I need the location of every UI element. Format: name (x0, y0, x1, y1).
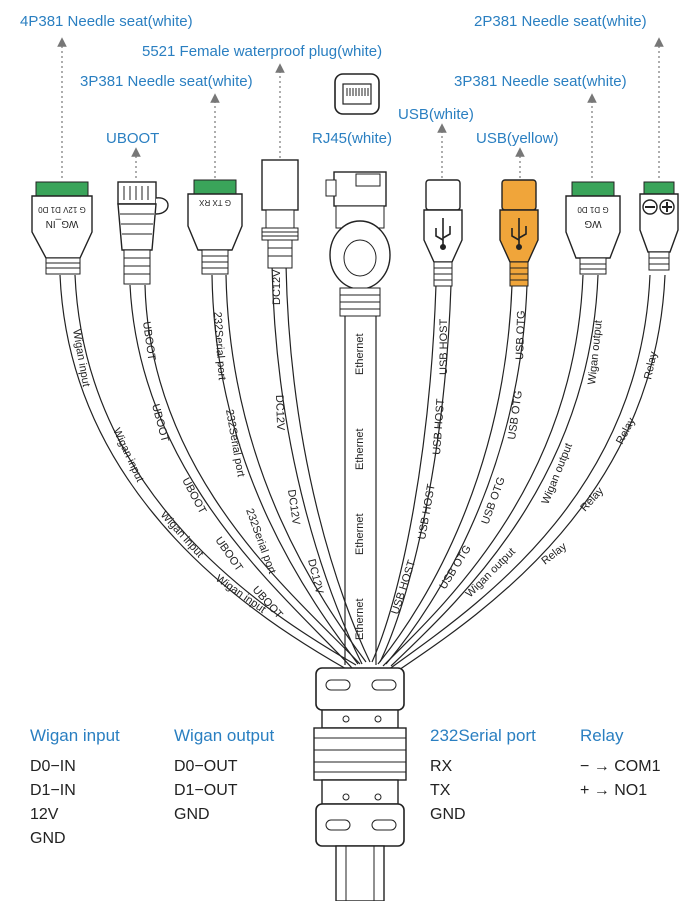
legend-line: RX (430, 758, 453, 775)
cable-label-dc12v: DC12V (285, 489, 302, 526)
usb-otg-connector (499, 179, 539, 287)
minus-icon (642, 199, 658, 215)
rj45-jack-icon (334, 73, 380, 115)
usb-host-connector (423, 179, 463, 287)
legend-title-wiegand-input: Wigan input (30, 726, 120, 745)
cable-label-usb-otg: USB OTG (480, 475, 508, 526)
legend-line: − → COM1 (580, 758, 661, 775)
legend-line: TX (430, 782, 451, 799)
cable-label-uboot: UBOOT (213, 535, 245, 574)
label-3p381-left: 3P381 Needle seat(white) (80, 73, 253, 90)
legend-title-wiegand-output: Wigan output (174, 726, 275, 745)
cable-label-dc12v: DC12V (273, 395, 286, 432)
legend-line: GND (430, 806, 466, 823)
uboot-connector (117, 181, 169, 285)
cable-label-serial: 232Serial port (211, 311, 228, 380)
cable-label-dc12v: DC12V (305, 558, 325, 596)
cable-label-relay: Relay (539, 540, 569, 567)
wiegand-output-connector: G D1 D0 WG (565, 181, 621, 275)
dotted-arrows (57, 37, 664, 178)
cable-label-wiegand-input: Wigan input (70, 328, 92, 387)
cable-label-usb-otg: USB OTG (437, 543, 473, 591)
serial-connector: G TX RX (187, 179, 243, 275)
cable-label-usb-otg: USB OTG (514, 310, 528, 360)
legend-line: GND (30, 830, 66, 847)
rj45-plug-connector (325, 171, 391, 317)
legend-line: D0−IN (30, 758, 76, 775)
cable-label-dc12v: DC12V (271, 269, 283, 305)
cable-label-wiegand-input: Wigan input (110, 426, 145, 484)
cable-label-ethernet: Ethernet (354, 513, 366, 555)
cable-label-wiegand-input: Wigan input (158, 509, 206, 560)
cable-label-usb-host: USB HOST (389, 558, 418, 615)
legend-title-serial: 232Serial port (430, 726, 536, 745)
cable-label-relay: Relay (578, 485, 606, 514)
cable-bundle (59, 264, 666, 673)
cable-label-ethernet: Ethernet (354, 428, 366, 470)
label-4p381: 4P381 Needle seat(white) (20, 13, 193, 30)
wiegand-input-name: WG_IN (46, 218, 79, 229)
label-usb-white: USB(white) (398, 106, 474, 123)
wiegand-output-pin-labels: G D1 D0 (577, 205, 609, 214)
legend-title-relay: Relay (580, 726, 624, 745)
wiegand-input-pin-labels: G 12V D1 D0 (38, 205, 86, 214)
legend-line: D0−OUT (174, 758, 238, 775)
legend-line: GND (174, 806, 210, 823)
label-5521: 5521 Female waterproof plug(white) (142, 43, 382, 60)
plus-icon (659, 199, 675, 215)
cable-label-serial: 232Serial port (243, 507, 278, 575)
cable-label-usb-host: USB HOST (431, 398, 447, 455)
relay-connector (639, 181, 679, 271)
usb-trident-icon (435, 218, 451, 251)
label-usb-yellow: USB(yellow) (476, 130, 559, 147)
label-rj45: RJ45(white) (312, 130, 392, 147)
label-3p381-right: 3P381 Needle seat(white) (454, 73, 627, 90)
cable-label-usb-host: USB HOST (438, 318, 450, 375)
cable-label-uboot: UBOOT (149, 403, 171, 444)
dc-power-connector (261, 159, 299, 269)
cable-label-uboot: UBOOT (140, 321, 157, 362)
wiegand-input-connector: G 12V D1 D0 WG_IN (31, 181, 93, 275)
serial-pin-labels: G TX RX (198, 198, 231, 207)
cable-label-relay: Relay (642, 350, 660, 380)
legend-line: D1−IN (30, 782, 76, 799)
cable-label-usb-host: USB HOST (416, 483, 438, 541)
legend-line: 12V (30, 806, 59, 823)
legend-line: + → NO1 (580, 782, 648, 799)
label-uboot: UBOOT (106, 130, 159, 147)
legend-line: D1−OUT (174, 782, 238, 799)
cable-label-wiegand-output: Wigan output (586, 320, 605, 386)
usb-trident-icon (511, 218, 527, 251)
cable-label-ethernet: Ethernet (354, 598, 366, 640)
label-2p381: 2P381 Needle seat(white) (474, 13, 647, 30)
cable-label-serial: 232Serial port (223, 408, 247, 478)
wiegand-output-name: WG (584, 218, 601, 229)
cable-label-ethernet: Ethernet (354, 333, 366, 375)
cable-label-usb-otg: USB OTG (506, 390, 525, 441)
harness-plug (313, 667, 407, 901)
